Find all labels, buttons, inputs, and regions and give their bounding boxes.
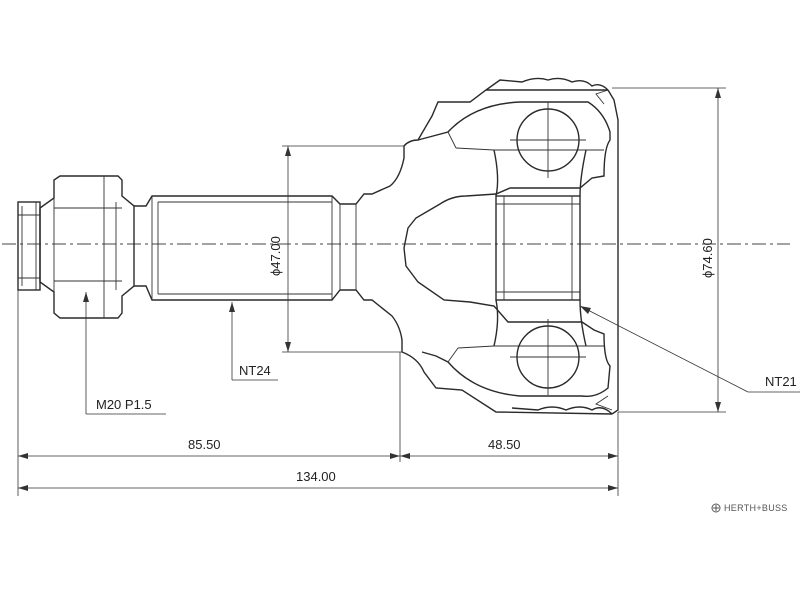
spline-shaft bbox=[134, 89, 613, 415]
thread-leader bbox=[83, 292, 166, 415]
diameter-body-dimension bbox=[612, 87, 726, 413]
length-total-label: 134.00 bbox=[296, 469, 336, 484]
length-shaft-label: 85.50 bbox=[188, 437, 221, 452]
thread-label: M20 P1.5 bbox=[96, 397, 152, 412]
inner-race bbox=[493, 149, 604, 347]
nt24-leader bbox=[229, 302, 278, 381]
bell-housing bbox=[403, 77, 619, 415]
nt24-label: NT24 bbox=[239, 363, 271, 378]
length-body-label: 48.50 bbox=[488, 437, 521, 452]
threaded-end bbox=[17, 201, 41, 291]
diameter-shaft-dimension bbox=[282, 145, 404, 353]
nt21-leader bbox=[579, 305, 800, 393]
diameter-shaft-label: ϕ47.00 bbox=[268, 236, 283, 276]
nt21-label: NT21 bbox=[765, 374, 797, 389]
diameter-body-label: ϕ74.60 bbox=[700, 238, 715, 278]
length-dimensions bbox=[17, 290, 619, 496]
ball-top bbox=[510, 102, 586, 178]
brand-logo bbox=[711, 503, 721, 513]
brand-name: HERTH+BUSS bbox=[724, 503, 788, 513]
ball-bottom bbox=[510, 319, 586, 395]
